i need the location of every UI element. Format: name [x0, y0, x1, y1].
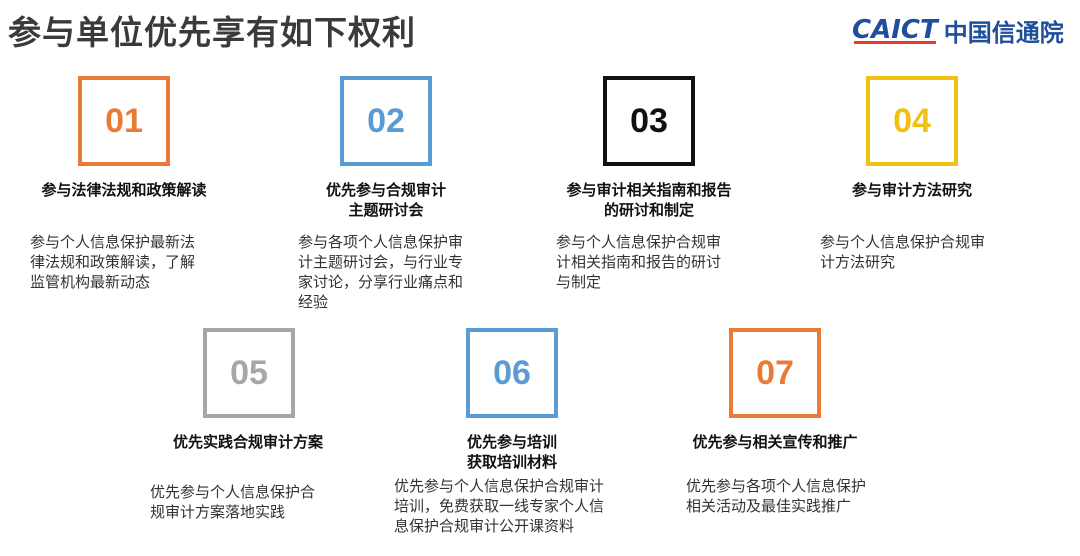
desc-line: 计主题研讨会，与行业专	[298, 253, 464, 271]
desc-line: 律法规和政策解读，了解	[30, 253, 196, 271]
item-description-02: 参与各项个人信息保护审 计主题研讨会，与行业专 家讨论，分享行业痛点和 经验	[298, 232, 498, 312]
number-box-03: 03	[603, 76, 695, 166]
logo-english: CAICT	[852, 15, 938, 45]
heading-line: 获取培训材料	[466, 453, 557, 471]
desc-line: 参与个人信息保护最新法	[30, 233, 196, 251]
number-box-04: 04	[866, 76, 958, 166]
number-box-07: 07	[729, 328, 821, 418]
heading-line: 参与法律法规和政策解读	[41, 181, 207, 199]
heading-line: 优先参与相关宣传和推广	[692, 433, 858, 451]
heading-line: 优先参与合规审计	[325, 181, 446, 199]
heading-line: 优先参与培训	[466, 433, 557, 451]
heading-line: 参与审计方法研究	[851, 181, 972, 199]
item-description-03: 参与个人信息保护合规审 计相关指南和报告的研讨 与制定	[556, 232, 756, 292]
heading-line: 主题研讨会	[348, 201, 424, 219]
number-box-05: 05	[203, 328, 295, 418]
item-heading-01: 参与法律法规和政策解读	[24, 180, 224, 200]
page-title: 参与单位优先享有如下权利	[8, 13, 416, 52]
item-description-06: 优先参与个人信息保护合规审计 培训，免费获取一线专家个人信 息保护合规审计公开课…	[394, 476, 644, 536]
item-description-05: 优先参与个人信息保护合 规审计方案落地实践	[150, 482, 350, 522]
desc-line: 经验	[298, 293, 329, 311]
caict-logo: CAICT 中国信通院	[852, 14, 1072, 47]
item-heading-04: 参与审计方法研究	[812, 180, 1012, 200]
desc-line: 优先参与个人信息保护合	[150, 483, 316, 501]
number-box-02: 02	[340, 76, 432, 166]
desc-line: 监管机构最新动态	[30, 273, 151, 291]
desc-line: 参与个人信息保护合规审	[820, 233, 986, 251]
desc-line: 优先参与个人信息保护合规审计	[394, 477, 605, 495]
item-description-01: 参与个人信息保护最新法 律法规和政策解读，了解 监管机构最新动态	[30, 232, 230, 292]
desc-line: 计方法研究	[820, 253, 896, 271]
desc-line: 家讨论，分享行业痛点和	[298, 273, 464, 291]
number-box-06: 06	[466, 328, 558, 418]
item-heading-06: 优先参与培训 获取培训材料	[412, 432, 612, 472]
desc-line: 规审计方案落地实践	[150, 503, 286, 521]
desc-line: 参与个人信息保护合规审	[556, 233, 722, 251]
heading-line: 的研讨和制定	[603, 201, 694, 219]
heading-line: 优先实践合规审计方案	[172, 433, 323, 451]
logo-chinese: 中国信通院	[943, 18, 1064, 47]
item-heading-07: 优先参与相关宣传和推广	[675, 432, 875, 452]
heading-line: 参与审计相关指南和报告	[566, 181, 732, 199]
desc-line: 培训，免费获取一线专家个人信	[394, 497, 605, 515]
desc-line: 优先参与各项个人信息保护	[686, 477, 867, 495]
desc-line: 与制定	[556, 273, 602, 291]
item-description-07: 优先参与各项个人信息保护 相关活动及最佳实践推广	[686, 476, 906, 516]
desc-line: 参与各项个人信息保护审	[298, 233, 464, 251]
desc-line: 相关活动及最佳实践推广	[686, 497, 852, 515]
item-description-04: 参与个人信息保护合规审 计方法研究	[820, 232, 1020, 272]
item-heading-02: 优先参与合规审计 主题研讨会	[286, 180, 486, 220]
desc-line: 计相关指南和报告的研讨	[556, 253, 722, 271]
item-heading-05: 优先实践合规审计方案	[148, 432, 348, 452]
desc-line: 息保护合规审计公开课资料	[394, 517, 575, 535]
item-heading-03: 参与审计相关指南和报告 的研讨和制定	[544, 180, 754, 220]
number-box-01: 01	[78, 76, 170, 166]
